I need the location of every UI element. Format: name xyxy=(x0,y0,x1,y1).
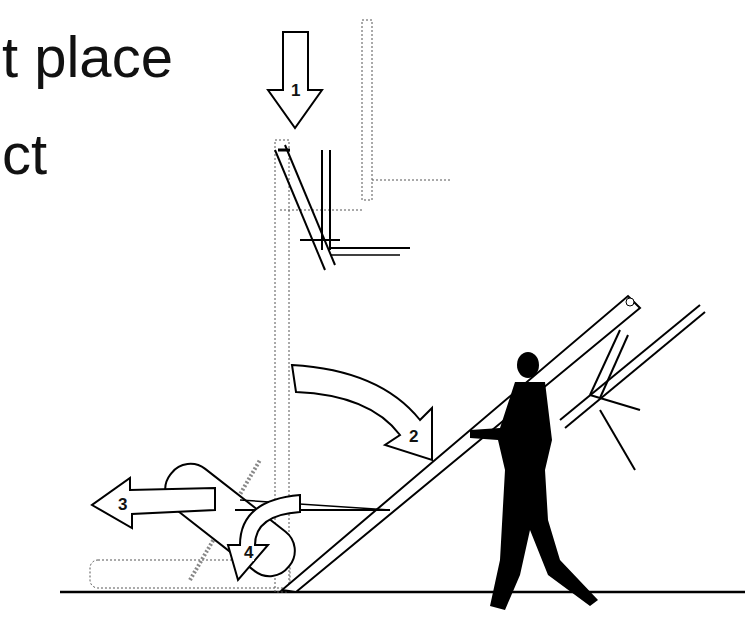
heading-fragment: t place xyxy=(2,28,173,86)
callout-number: 2 xyxy=(408,428,419,445)
callout-number: 3 xyxy=(117,496,128,513)
callout-number: 1 xyxy=(290,82,301,99)
heading-fragment: ct xyxy=(2,125,47,183)
callout-number: 4 xyxy=(243,544,254,561)
